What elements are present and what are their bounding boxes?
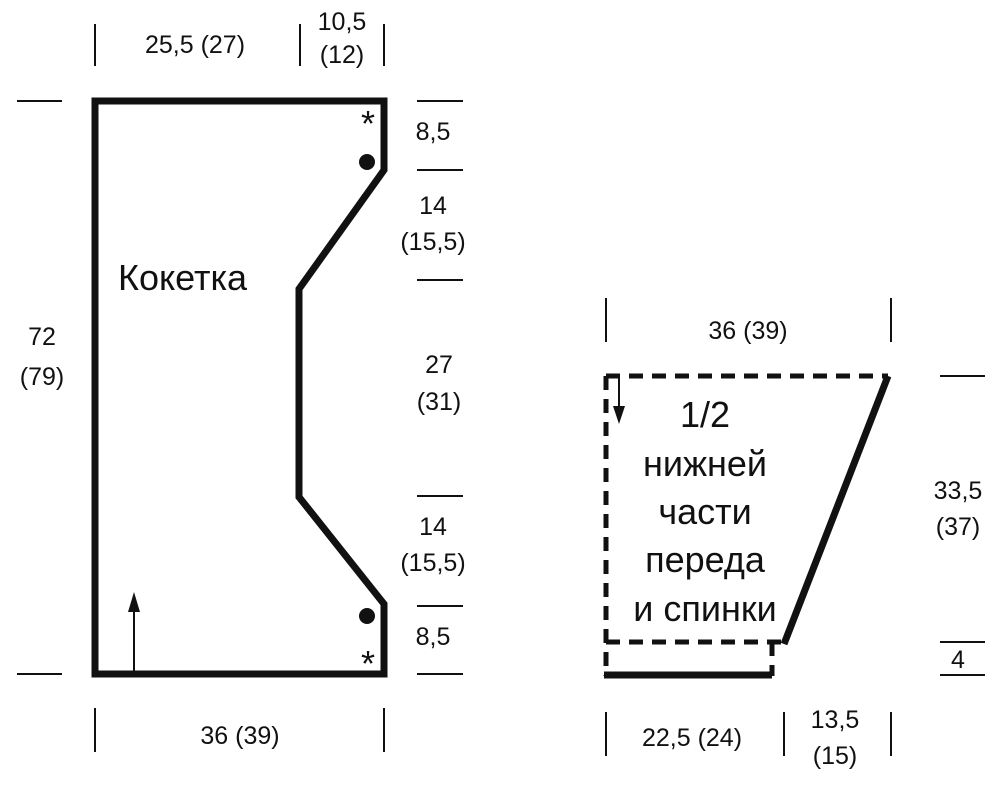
yoke-piece: * * Кокетка xyxy=(91,97,388,684)
lower-top-dimension: 36 (39) xyxy=(605,298,892,345)
dim-right-3b: (31) xyxy=(417,388,461,416)
dim-lower-top: 36 (39) xyxy=(708,317,787,345)
dim-height-b: (79) xyxy=(20,363,64,391)
solid-side-edge xyxy=(780,374,892,646)
dim-top-right-b: (12) xyxy=(320,41,364,69)
yoke-top-dimensions: 25,5 (27) 10,5 (12) xyxy=(94,8,385,69)
dim-bottom: 36 (39) xyxy=(200,722,279,750)
dim-right-4a: 14 xyxy=(419,513,447,541)
yoke-label: Кокетка xyxy=(118,257,248,298)
yoke-outline xyxy=(91,97,388,678)
lower-right-dimensions: 33,5 (37) 4 xyxy=(934,375,985,676)
lower-label-line-1: 1/2 xyxy=(680,394,730,435)
dim-lower-bottom-right-b: (15) xyxy=(813,742,857,770)
dim-right-4b: (15,5) xyxy=(400,549,465,577)
dim-right-1: 8,5 xyxy=(416,118,451,146)
dim-lower-right-a: 33,5 xyxy=(934,477,983,505)
dot-marker-bottom xyxy=(359,608,375,624)
dim-right-2b: (15,5) xyxy=(400,228,465,256)
dim-lower-bottom-left: 22,5 (24) xyxy=(642,724,742,752)
dim-top-right-a: 10,5 xyxy=(318,8,367,36)
dim-lower-right-b: (37) xyxy=(936,513,980,541)
lower-label-line-4: переда xyxy=(645,539,766,580)
dim-right-2a: 14 xyxy=(419,192,447,220)
lower-label: 1/2 нижней части переда и спинки xyxy=(633,394,776,629)
dim-right-3a: 27 xyxy=(425,351,453,379)
asterisk-marker-top: * xyxy=(361,103,375,144)
lower-label-line-5: и спинки xyxy=(633,588,776,629)
arrow-head-icon xyxy=(128,592,140,612)
dim-lower-right-small: 4 xyxy=(951,646,965,674)
lower-label-line-2: нижней xyxy=(643,443,767,484)
yoke-height-dimension: 72 (79) xyxy=(17,100,64,675)
lower-label-line-3: части xyxy=(658,491,751,532)
dim-lower-bottom-right-a: 13,5 xyxy=(811,706,860,734)
dim-right-5: 8,5 xyxy=(416,623,451,651)
dim-height-a: 72 xyxy=(28,323,56,351)
dot-marker-top xyxy=(359,154,375,170)
arrow-head-icon xyxy=(613,406,625,424)
yoke-bottom-dimension: 36 (39) xyxy=(94,708,385,752)
asterisk-marker-bottom: * xyxy=(361,643,375,684)
lower-piece: 1/2 нижней части переда и спинки xyxy=(603,373,892,679)
yoke-right-dimensions: 8,5 14 (15,5) 27 (31) 14 (15,5) 8,5 xyxy=(400,100,466,675)
lower-bottom-dimensions: 22,5 (24) 13,5 (15) xyxy=(605,706,892,770)
dim-top-left: 25,5 (27) xyxy=(145,31,245,59)
